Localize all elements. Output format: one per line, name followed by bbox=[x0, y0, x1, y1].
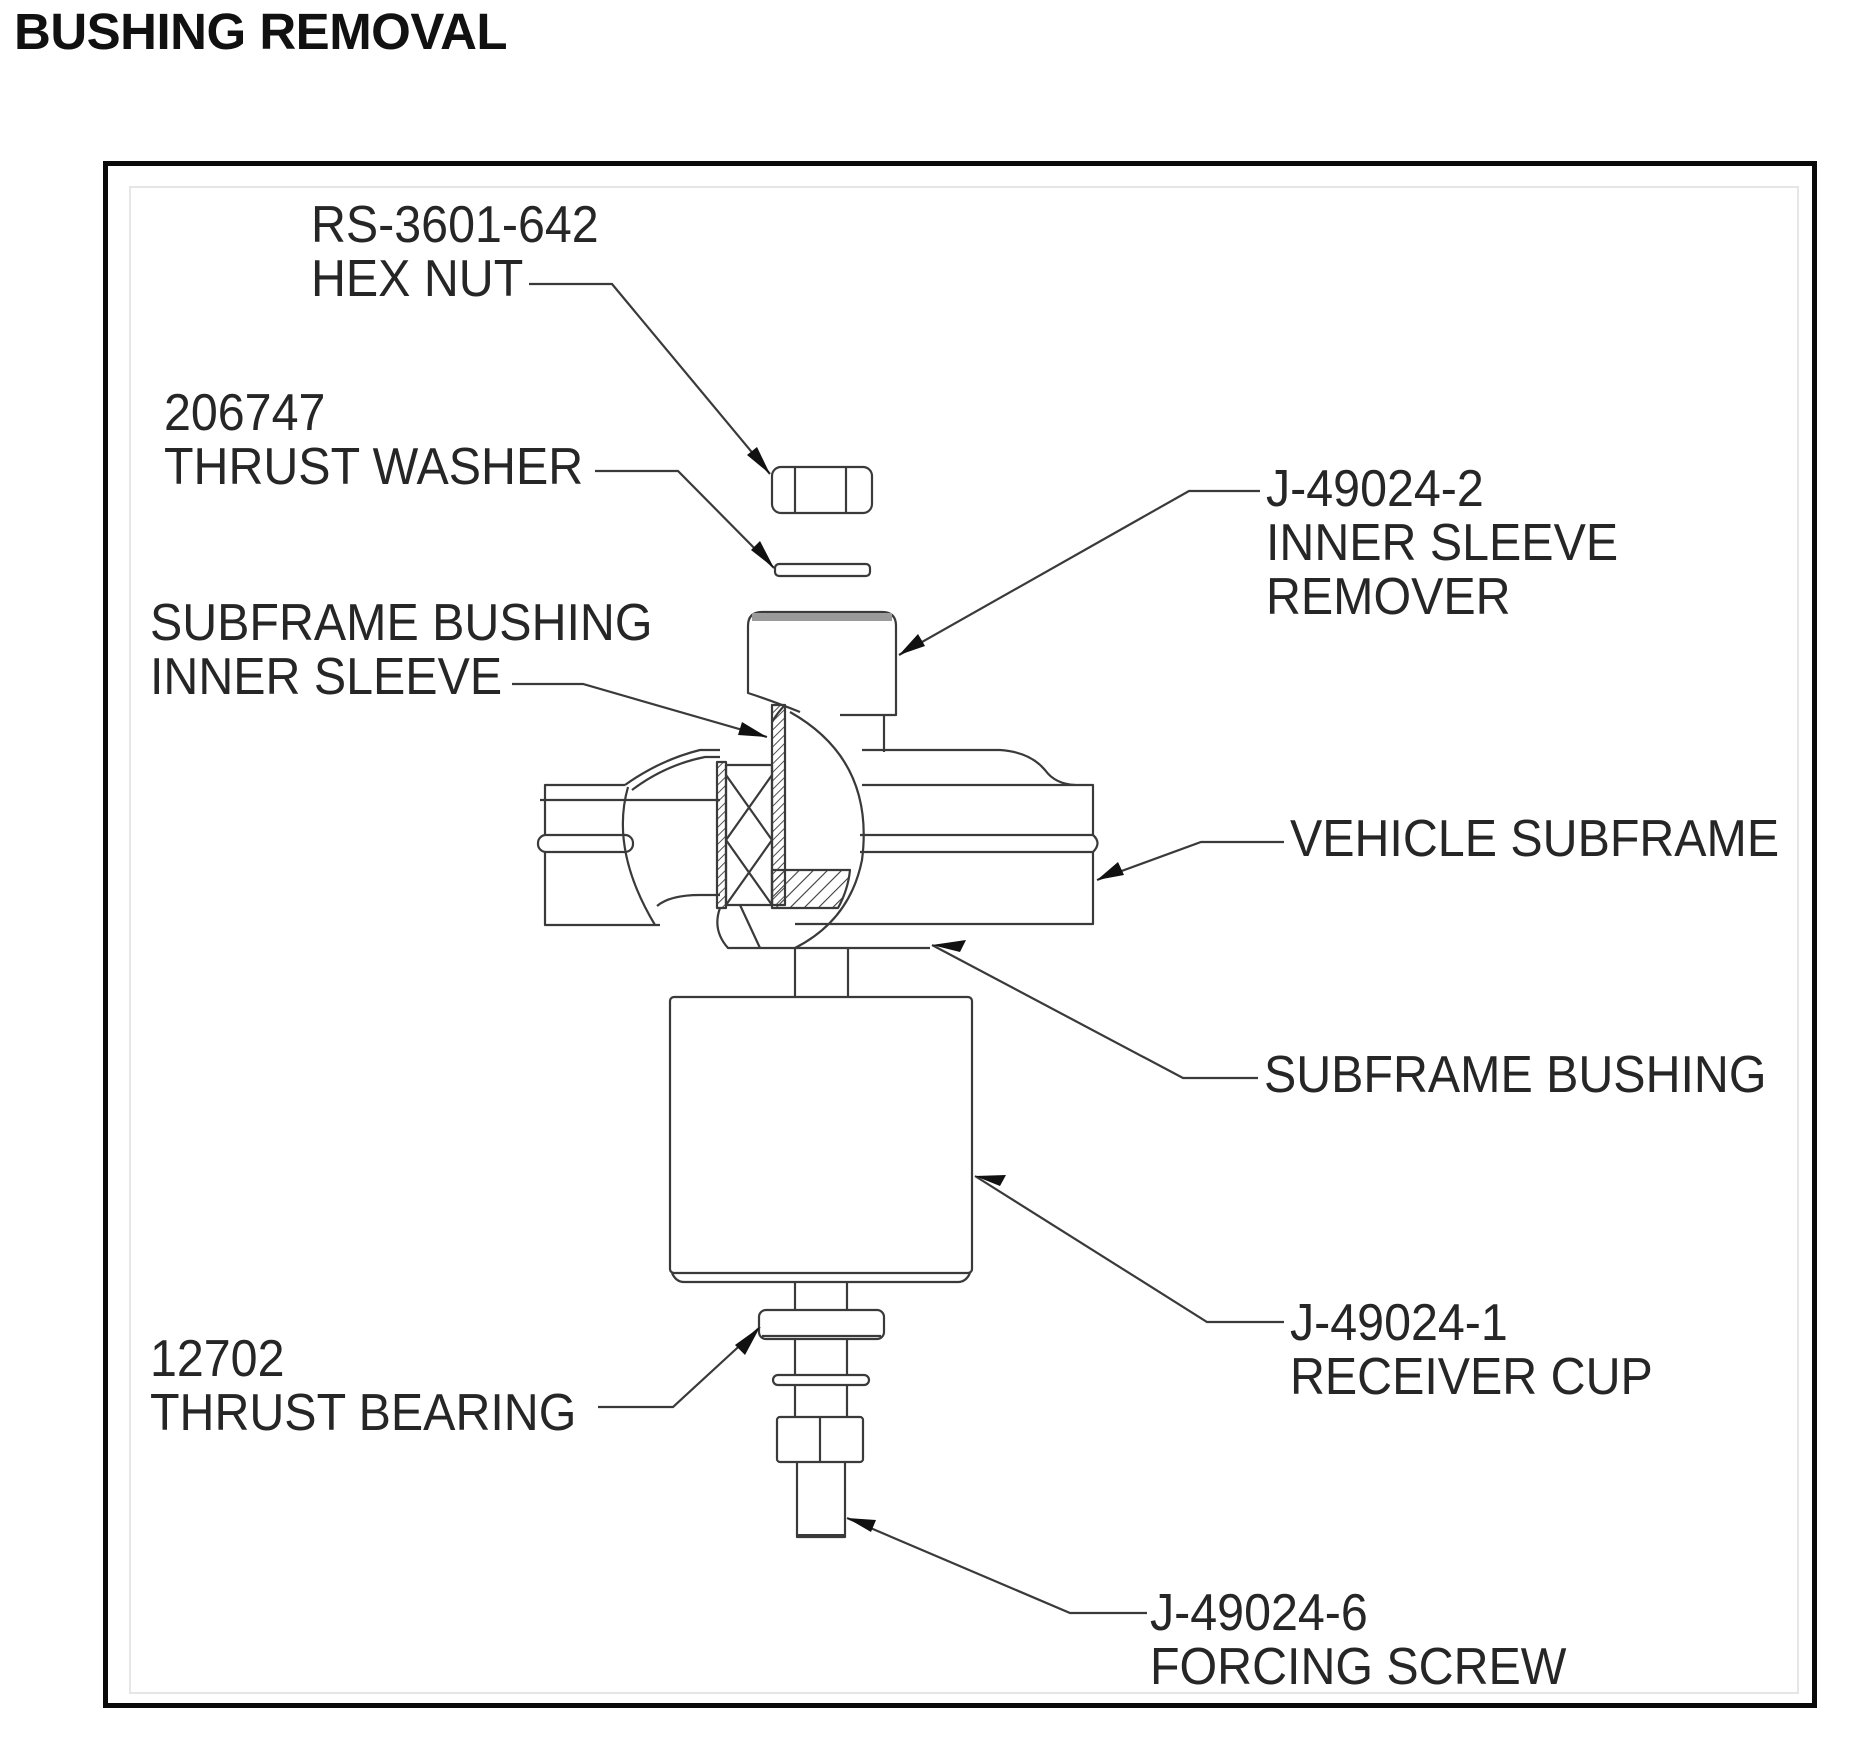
thrust-washer-part bbox=[773, 562, 872, 578]
callout-receiver-cup-name: RECEIVER CUP bbox=[1290, 1348, 1653, 1406]
vehicle-subframe-part bbox=[536, 748, 1099, 927]
callout-subframe-bushing-name: SUBFRAME BUSHING bbox=[1264, 1046, 1767, 1104]
arrowhead-subframe-bushing bbox=[932, 940, 966, 952]
receiver-cup-part bbox=[668, 995, 974, 1284]
callout-forcing-screw-name: FORCING SCREW bbox=[1150, 1638, 1567, 1696]
arrowheads bbox=[735, 447, 1124, 1532]
callout-thrust-washer: 206747 THRUST WASHER bbox=[164, 386, 583, 494]
callout-vehicle-subframe-name: VEHICLE SUBFRAME bbox=[1290, 810, 1780, 868]
callout-inner-sleeve-remover-line2: REMOVER bbox=[1266, 568, 1511, 626]
callout-hex-nut-part-number: RS-3601-642 bbox=[311, 196, 599, 254]
callout-receiver-cup: J-49024-1 RECEIVER CUP bbox=[1290, 1296, 1653, 1404]
callout-forcing-screw-part-number: J-49024-6 bbox=[1150, 1584, 1368, 1642]
forcing-screw-part bbox=[775, 1415, 865, 1539]
callout-subframe-bushing: SUBFRAME BUSHING bbox=[1264, 1048, 1766, 1102]
subframe-bushing-part bbox=[715, 703, 930, 950]
callout-thrust-washer-part-number: 206747 bbox=[164, 384, 326, 442]
callout-inner-sleeve: SUBFRAME BUSHING INNER SLEEVE bbox=[150, 596, 652, 704]
callout-thrust-bearing-name: THRUST BEARING bbox=[150, 1384, 577, 1442]
callout-inner-sleeve-remover: J-49024-2 INNER SLEEVE REMOVER bbox=[1266, 462, 1618, 624]
inner-sleeve-remover-part bbox=[746, 610, 898, 752]
arrowhead-forcing-screw bbox=[847, 1518, 876, 1532]
leader-lines bbox=[512, 282, 1284, 1615]
leader-thrust-washer bbox=[595, 469, 775, 569]
callout-inner-sleeve-remover-part-number: J-49024-2 bbox=[1266, 460, 1484, 518]
leader-hex-nut bbox=[529, 282, 771, 475]
figure-frame bbox=[103, 161, 1817, 1708]
callout-hex-nut-name: HEX NUT bbox=[311, 250, 524, 308]
arrowhead-thrust-washer bbox=[751, 541, 774, 568]
callout-thrust-washer-name: THRUST WASHER bbox=[164, 438, 584, 496]
callout-thrust-bearing: 12702 THRUST BEARING bbox=[150, 1332, 576, 1440]
callout-inner-sleeve-line2: INNER SLEEVE bbox=[150, 648, 503, 706]
thrust-bearing-part bbox=[757, 1308, 886, 1341]
arrowhead-thrust-bearing bbox=[735, 1327, 760, 1355]
callout-forcing-screw: J-49024-6 FORCING SCREW bbox=[1150, 1586, 1566, 1694]
callout-inner-sleeve-remover-line1: INNER SLEEVE bbox=[1266, 514, 1619, 572]
callout-hex-nut: RS-3601-642 HEX NUT bbox=[311, 198, 599, 306]
figure-inner-border bbox=[129, 186, 1799, 1694]
arrowhead-inner-sleeve-remover bbox=[899, 634, 925, 655]
leader-receiver-cup bbox=[974, 1175, 1284, 1324]
arrowhead-vehicle-subframe bbox=[1097, 862, 1124, 880]
shaft-lower bbox=[793, 1282, 849, 1417]
leader-subframe-bushing bbox=[931, 944, 1258, 1080]
arrowhead-inner-sleeve bbox=[738, 722, 767, 737]
leader-inner-sleeve bbox=[512, 682, 768, 739]
callout-vehicle-subframe: VEHICLE SUBFRAME bbox=[1290, 812, 1779, 866]
callout-thrust-bearing-part-number: 12702 bbox=[150, 1330, 285, 1388]
arrowhead-receiver-cup bbox=[975, 1175, 1006, 1186]
callout-receiver-cup-part-number: J-49024-1 bbox=[1290, 1294, 1508, 1352]
callout-inner-sleeve-line1: SUBFRAME BUSHING bbox=[150, 594, 653, 652]
arrowhead-hex-nut bbox=[747, 447, 770, 474]
leader-vehicle-subframe bbox=[1096, 840, 1284, 882]
leader-thrust-bearing bbox=[598, 1326, 761, 1409]
leader-inner-sleeve-remover bbox=[898, 489, 1260, 656]
hex-nut-part bbox=[770, 465, 874, 515]
bearing-washer-part bbox=[771, 1373, 871, 1387]
leader-forcing-screw bbox=[846, 1516, 1147, 1615]
shaft-upper bbox=[793, 948, 850, 997]
page-title: BUSHING REMOVAL bbox=[14, 3, 508, 60]
